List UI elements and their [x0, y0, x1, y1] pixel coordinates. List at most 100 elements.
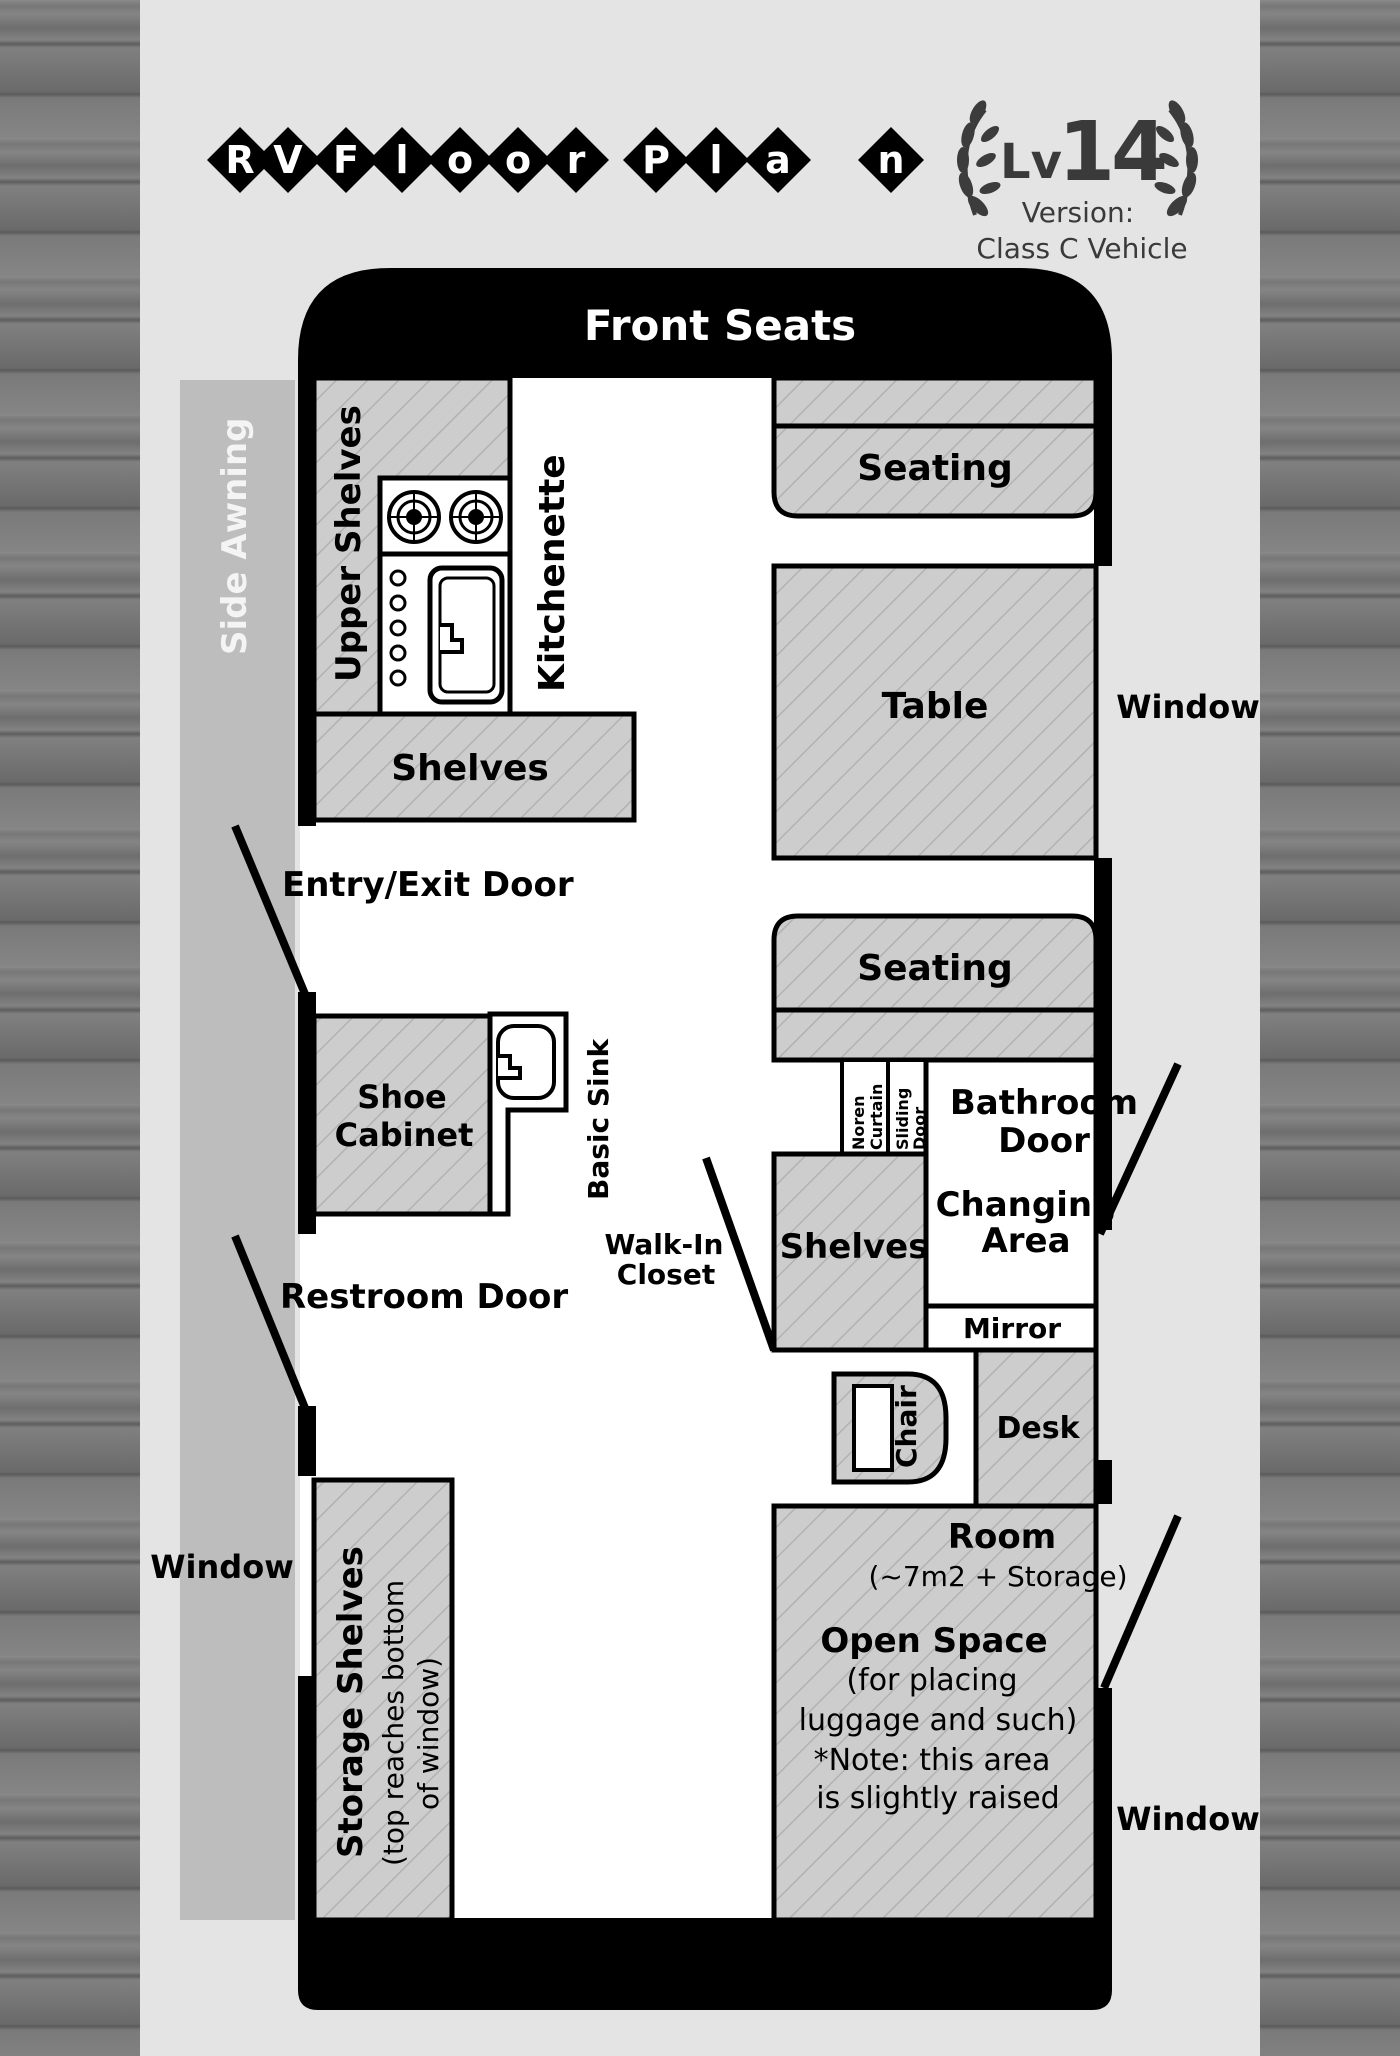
laurel-right-icon — [1154, 100, 1198, 217]
level-number: 14 — [1058, 105, 1165, 200]
bathroom-door-swing — [1096, 1062, 1182, 1236]
svg-text:a: a — [765, 138, 791, 182]
desk: Desk — [973, 1347, 1099, 1509]
window-right-bottom-label: Window — [1116, 1800, 1260, 1838]
side-awning-area — [180, 380, 295, 1920]
laurel-left-icon — [957, 100, 1001, 217]
svg-text:Seating: Seating — [857, 448, 1013, 489]
svg-text:Open Space: Open Space — [820, 1621, 1047, 1661]
room-open-space: Room (~7m2 + Storage) Open Space (for pl… — [771, 1503, 1128, 1923]
svg-text:o: o — [447, 138, 473, 182]
svg-text:(~7m2 + Storage): (~7m2 + Storage) — [868, 1560, 1127, 1593]
wood-background-right — [1260, 0, 1400, 2056]
table: Table — [771, 563, 1099, 861]
window-right-top-label: Window — [1116, 688, 1260, 726]
bathroom-door-label-line1: Bathroom — [950, 1083, 1138, 1123]
entry-exit-door-label: Entry/Exit Door — [282, 865, 574, 905]
chair: Chair — [831, 1371, 949, 1485]
walk-in-closet-label-line1: Walk-In — [605, 1228, 724, 1261]
svg-text:F: F — [333, 138, 359, 182]
room-door-swing — [1100, 1514, 1182, 1690]
version-value: Class C Vehicle — [976, 232, 1187, 265]
shoe-cabinet: Shoe Cabinet — [311, 1013, 493, 1217]
level-prefix: Lv — [1000, 134, 1062, 190]
svg-text:o: o — [505, 138, 531, 182]
svg-text:Chair: Chair — [890, 1385, 923, 1468]
mirror: Mirror — [923, 1303, 1099, 1353]
walk-in-closet-door-swing — [702, 1156, 778, 1352]
rear-wall — [298, 1918, 1112, 2010]
title-letter-2: V — [255, 127, 321, 193]
svg-text:Upper Shelves: Upper Shelves — [329, 405, 369, 682]
level-badge: Lv 14 Version: Class C Vehicle — [957, 100, 1198, 265]
svg-text:Seating: Seating — [857, 948, 1013, 989]
title-letter-5: o — [427, 127, 493, 193]
svg-text:of window): of window) — [412, 1657, 445, 1810]
shelves-mid: Shelves — [771, 1151, 929, 1353]
title-letter-4: l — [369, 127, 435, 193]
seating-top: Seating — [771, 375, 1099, 519]
svg-text:Storage Shelves: Storage Shelves — [331, 1546, 371, 1858]
svg-text:Shoe: Shoe — [357, 1078, 447, 1116]
svg-text:Sliding: Sliding — [893, 1088, 912, 1150]
title-letter-7: r — [543, 127, 609, 193]
svg-text:luggage and such): luggage and such) — [799, 1703, 1078, 1738]
svg-text:n: n — [877, 138, 904, 182]
svg-text:*Note: this area: *Note: this area — [814, 1743, 1051, 1778]
front-seats-label: Front Seats — [584, 301, 856, 350]
walk-in-closet-label-line2: Closet — [617, 1258, 715, 1291]
svg-text:Noren: Noren — [849, 1095, 868, 1150]
restroom-door-label: Restroom Door — [280, 1277, 568, 1317]
svg-text:Curtain: Curtain — [867, 1084, 886, 1150]
stove-knobs-icon — [389, 569, 407, 687]
version-label: Version: — [1022, 196, 1134, 229]
svg-text:Mirror: Mirror — [963, 1312, 1061, 1345]
stove-burner-icon — [387, 490, 441, 544]
svg-text:Table: Table — [882, 686, 989, 727]
storage-shelves: Storage Shelves (top reaches bottom of w… — [311, 1477, 455, 1923]
svg-text:l: l — [395, 138, 408, 182]
svg-text:l: l — [709, 138, 722, 182]
svg-text:Cabinet: Cabinet — [335, 1116, 474, 1154]
stove-burner-icon — [449, 490, 503, 544]
svg-text:Room: Room — [948, 1517, 1056, 1557]
svg-text:Basic Sink: Basic Sink — [582, 1037, 615, 1200]
svg-text:R: R — [225, 138, 254, 182]
svg-text:Shelves: Shelves — [780, 1227, 929, 1267]
basic-sink: Basic Sink — [487, 1011, 615, 1217]
window-left-label: Window — [150, 1548, 294, 1586]
svg-text:Desk: Desk — [996, 1411, 1080, 1446]
svg-text:(for placing: (for placing — [846, 1663, 1017, 1698]
wood-background-left — [0, 0, 140, 2056]
shelves-top: Shelves — [311, 711, 637, 823]
bathroom-door-label-line2: Door — [998, 1121, 1090, 1161]
title-letter-6: o — [485, 127, 551, 193]
entry-door-swing — [231, 824, 309, 996]
noren-curtain: Noren Curtain — [840, 1058, 890, 1156]
sink-icon — [496, 1024, 556, 1100]
changing-area-label-line1: Changing — [936, 1185, 1117, 1225]
left-wall-lower — [298, 1406, 316, 1476]
title-letter-9: l — [683, 127, 749, 193]
title-letter-1: R — [207, 127, 273, 193]
changing-area-label-line2: Area — [981, 1221, 1070, 1261]
title-letter-11: n — [858, 127, 924, 193]
restroom-door-swing — [231, 1234, 309, 1410]
svg-text:r: r — [567, 138, 586, 182]
title-letter-8: P — [623, 127, 689, 193]
kitchen-sink-icon — [427, 565, 505, 705]
sliding-door: Sliding Door — [886, 1058, 930, 1156]
svg-text:P: P — [642, 138, 670, 182]
svg-text:Shelves: Shelves — [391, 748, 549, 789]
front-cab — [298, 268, 1112, 378]
side-awning-label: Side Awning — [215, 417, 255, 655]
kitchenette: Kitchenette — [377, 454, 573, 717]
title-banner: R V F l o o r P — [207, 127, 924, 193]
svg-text:Kitchenette: Kitchenette — [532, 454, 573, 692]
svg-text:is slightly raised: is slightly raised — [816, 1781, 1059, 1816]
seating-bottom: Seating — [771, 913, 1099, 1063]
title-letter-10: a — [745, 127, 811, 193]
svg-text:(top reaches bottom: (top reaches bottom — [377, 1580, 410, 1866]
title-letter-3: F — [313, 127, 379, 193]
